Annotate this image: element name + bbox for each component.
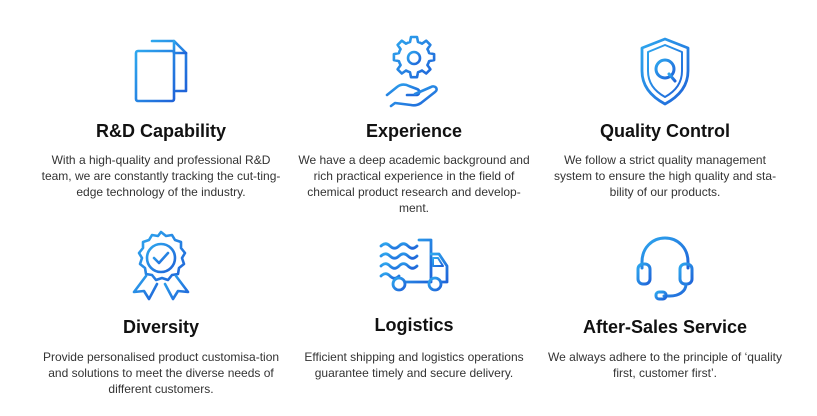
feature-title: Diversity [122, 317, 200, 337]
delivery-truck-icon [379, 238, 449, 292]
headset-icon [636, 236, 694, 301]
feature-description: We have a deep academic background and r… [298, 153, 530, 215]
feature-title: Quality Control [600, 121, 730, 141]
feature-description: Provide personalised product customisa-t… [42, 350, 280, 396]
shield-q-icon [640, 37, 690, 106]
feature-experience: Experience We have a deep academic backg… [289, 33, 539, 223]
award-badge-icon [132, 230, 190, 301]
feature-title: After-Sales Service [582, 317, 748, 337]
feature-title: Experience [365, 121, 463, 141]
feature-title: R&D Capability [95, 121, 227, 141]
feature-after-sales-service: After-Sales Service We always adhere to … [540, 226, 790, 406]
feature-description: With a high-quality and professional R&D… [41, 153, 281, 199]
feature-quality-control: Quality Control We follow a strict quali… [540, 33, 790, 223]
feature-logistics: Logistics Efficient shipping and logisti… [289, 226, 539, 406]
feature-rnd-capability: R&D Capability With a high-quality and p… [36, 33, 286, 223]
gear-hand-icon [385, 35, 438, 108]
feature-description: We always adhere to the principle of ‘qu… [548, 350, 782, 380]
feature-title: Logistics [374, 315, 454, 335]
feature-description: Efficient shipping and logistics operati… [304, 350, 524, 380]
feature-description: We follow a strict quality management sy… [553, 153, 777, 199]
documents-icon [134, 39, 188, 103]
feature-diversity: Diversity Provide personalised product c… [36, 226, 286, 406]
